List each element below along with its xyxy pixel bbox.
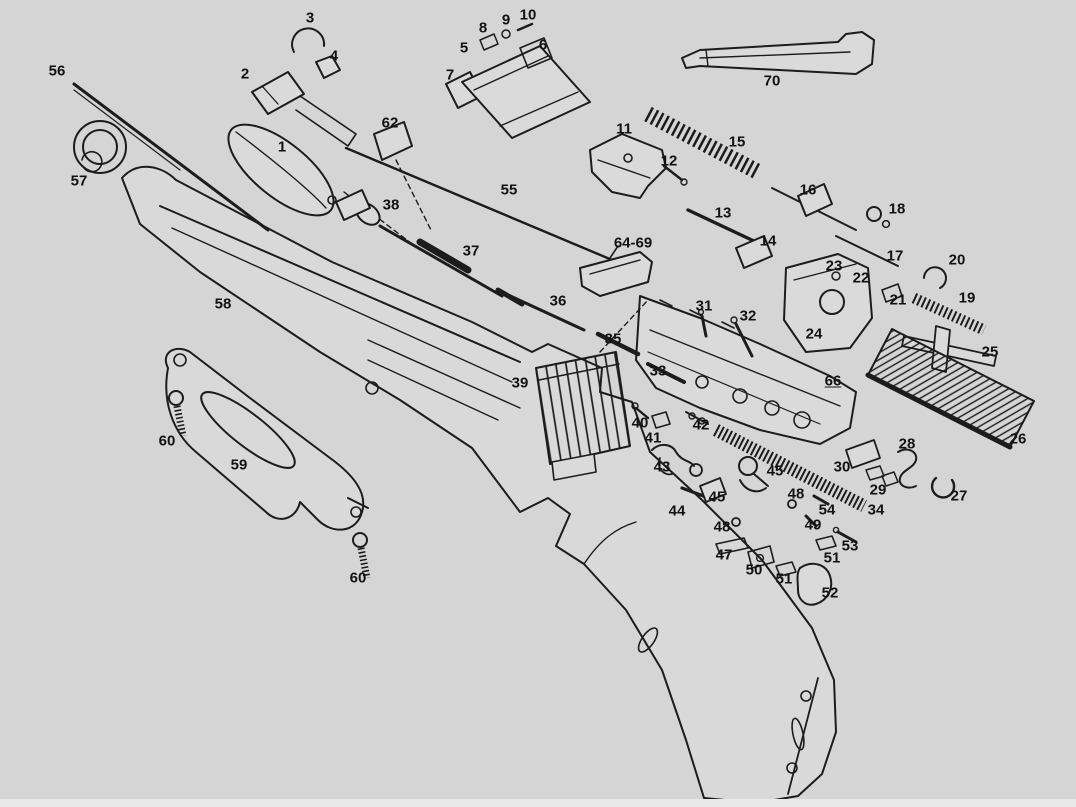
part-cclip-27 bbox=[930, 476, 956, 499]
part-rod-13 bbox=[686, 208, 758, 244]
part-gas-cylinder bbox=[445, 22, 591, 139]
part-screw-60b bbox=[352, 532, 371, 579]
part-rod-38 bbox=[327, 189, 371, 221]
part-rod-17 bbox=[835, 235, 899, 267]
part-hammer-52 bbox=[796, 562, 833, 606]
part-cleaning-rod bbox=[72, 82, 270, 232]
part-hammer-spring bbox=[713, 424, 867, 512]
part-bolt-carrier bbox=[589, 133, 688, 199]
part-small-47 bbox=[715, 537, 749, 555]
part-small-42 bbox=[685, 411, 709, 425]
part-small-30 bbox=[845, 439, 881, 469]
part-small-45a bbox=[738, 456, 769, 493]
part-recoil-spring bbox=[644, 106, 762, 180]
part-pin-21 bbox=[881, 283, 903, 303]
part-receiver bbox=[579, 251, 857, 445]
part-stock bbox=[121, 165, 837, 804]
part-small-51b bbox=[775, 561, 797, 577]
part-small-45b bbox=[699, 477, 727, 503]
part-spring-19 bbox=[911, 292, 987, 336]
part-muzzle-group bbox=[251, 27, 357, 147]
part-barrel-rings bbox=[73, 120, 127, 174]
part-rod-16 bbox=[771, 183, 857, 231]
part-pin-48b bbox=[731, 517, 741, 527]
part-firing-pin-55 bbox=[344, 146, 638, 272]
part-pin-53 bbox=[832, 526, 858, 544]
part-handguard bbox=[227, 123, 335, 217]
part-pin-49 bbox=[804, 514, 818, 528]
part-small-43 bbox=[651, 444, 703, 477]
part-nut-18 bbox=[866, 206, 891, 229]
part-cover-cylinder bbox=[865, 328, 1035, 450]
part-clip-28 bbox=[897, 448, 918, 489]
part-pin-31 bbox=[697, 308, 708, 338]
part-pin-54 bbox=[812, 494, 830, 506]
part-top-cover bbox=[681, 31, 875, 75]
part-pin-48a bbox=[787, 499, 797, 509]
part-pin-35 bbox=[595, 331, 641, 357]
part-small-50 bbox=[747, 545, 775, 569]
part-small-51a bbox=[815, 535, 837, 551]
part-bolt-24 bbox=[783, 253, 873, 353]
part-small-29 bbox=[865, 465, 899, 487]
part-rod-14 bbox=[735, 235, 773, 269]
part-rod-36 bbox=[504, 292, 586, 332]
part-pin-33 bbox=[646, 362, 686, 384]
part-screw-60a bbox=[168, 390, 187, 437]
part-pin-32 bbox=[730, 316, 754, 358]
part-magazine bbox=[535, 351, 631, 481]
scan-edge bbox=[0, 799, 1076, 807]
part-small-41 bbox=[651, 411, 671, 429]
part-small-40 bbox=[631, 402, 650, 420]
part-trigger-guard bbox=[165, 347, 369, 531]
part-hook-20 bbox=[923, 266, 947, 289]
